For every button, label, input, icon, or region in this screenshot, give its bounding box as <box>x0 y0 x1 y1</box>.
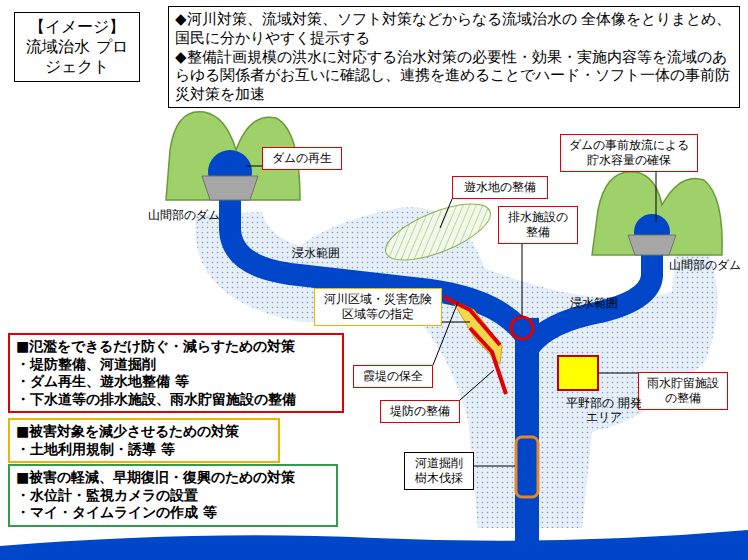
leader-line <box>440 199 452 228</box>
area-label: 浸水範囲 <box>284 246 348 260</box>
area-label: 山間部のダム <box>666 258 744 272</box>
dam <box>202 176 258 200</box>
node-text: ■被害対象を減少させるための対策 <box>16 423 272 441</box>
callout-box: 堤防の整備 <box>380 400 460 423</box>
river <box>530 245 652 346</box>
node-text: ・ダム再生、遊水地整備 等 <box>16 373 336 391</box>
node-text: ◆整備計画規模の洪水に対応する治水対策の必要性・効果・実施内容等を流域のあらゆる… <box>175 48 733 104</box>
measure-box: ■氾濫をできるだけ防ぐ・減らすための対策・堤防整備、河道掘削・ダム再生、遊水地整… <box>8 333 344 413</box>
measure-box: ■被害の軽減、早期復旧・復興のための対策・水位計・監視カメラの設置・マイ・タイム… <box>8 464 338 527</box>
rain-storage <box>558 356 598 390</box>
node-text: 堤防の整備 <box>386 404 454 419</box>
area-label: 浸水範囲 <box>562 296 626 310</box>
node-text: ・下水道等の排水施設、雨水貯留施設の整備 <box>16 391 336 409</box>
node-text: ■被害の軽減、早期復旧・復興のための対策 <box>16 469 330 487</box>
node-text: ・堤防整備、河道掘削 <box>16 356 336 374</box>
callout-box: 河川区域・災害危険 区域等の指定 <box>314 288 442 326</box>
node-text: 河川区域・災害危険 区域等の指定 <box>320 292 436 322</box>
node-text: 雨水貯留施設 の整備 <box>644 376 722 406</box>
node-text: ・マイ・タイムラインの作成 等 <box>16 504 330 522</box>
leader-line <box>598 373 638 374</box>
leader-line <box>442 322 470 323</box>
node-text: ダムの再生 <box>268 151 336 166</box>
retarding-basin <box>379 192 498 271</box>
area-label: 平野部の 開発エリア <box>566 396 642 425</box>
callout-box: ダムの再生 <box>262 147 342 170</box>
node-text: ■氾濫をできるだけ防ぐ・減らすための対策 <box>16 338 336 356</box>
kasumi-levee <box>444 297 500 345</box>
callout-box: 排水施設の 整備 <box>498 206 578 244</box>
callout-box: 雨水貯留施設 の整備 <box>638 372 728 410</box>
leader-line <box>474 466 515 467</box>
title-box: 【イメージ】 流域治水 プロジェクト <box>14 12 140 82</box>
dredging-area <box>516 437 538 497</box>
levee <box>470 328 506 394</box>
dam <box>628 235 676 255</box>
node-text: 河道掘削 樹木伐採 <box>410 456 468 486</box>
callout-box: 河道掘削 樹木伐採 <box>404 452 474 490</box>
leader-line <box>460 370 494 400</box>
mountain <box>592 172 722 255</box>
summary-box: ◆河川対策、流域対策、ソフト対策などからなる流域治水の 全体像をとりまとめ、国民… <box>168 6 740 108</box>
node-text: 霞堤の保全 <box>359 369 427 384</box>
node-text: 排水施設の 整備 <box>504 210 572 240</box>
drainage-facility <box>511 317 533 339</box>
node-text: ダムの事前放流による 貯水容量の確保 <box>566 138 692 168</box>
measure-box: ■被害対象を減少させるための対策・土地利用規制・誘導 等 <box>8 418 280 463</box>
sea <box>0 530 748 560</box>
node-text: ・水位計・監視カメラの設置 <box>16 487 330 505</box>
river <box>230 190 527 338</box>
callout-box: 霞堤の保全 <box>353 365 433 388</box>
callout-box: 遊水地の整備 <box>452 176 548 199</box>
node-text: 【イメージ】 流域治水 プロジェクト <box>19 17 135 77</box>
area-label: 山間部のダム <box>144 208 224 222</box>
node-text: 遊水地の整備 <box>458 180 542 195</box>
node-text: ・土地利用規制・誘導 等 <box>16 441 272 459</box>
leader-line <box>656 172 657 222</box>
callout-box: ダムの事前放流による 貯水容量の確保 <box>560 134 698 172</box>
leader-line <box>522 244 523 317</box>
river <box>515 318 539 542</box>
node-text: ◆河川対策、流域対策、ソフト対策などからなる流域治水の 全体像をとりまとめ、国民… <box>175 10 733 48</box>
leader-line <box>246 166 262 167</box>
